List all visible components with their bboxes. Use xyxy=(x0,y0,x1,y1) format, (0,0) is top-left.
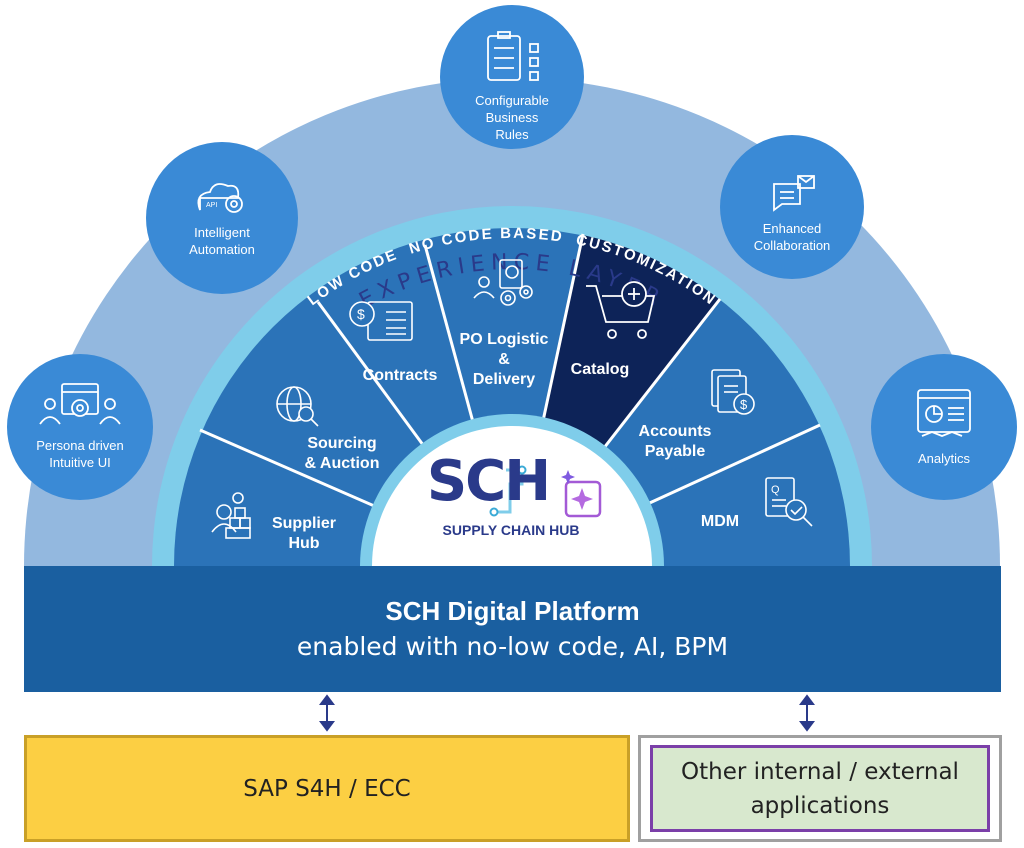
hub-logo: SCH xyxy=(426,449,551,514)
hub-name: SUPPLY CHAIN HUB xyxy=(442,522,580,538)
document-check-icon: Q xyxy=(765,477,813,527)
svg-text:$: $ xyxy=(357,306,365,322)
svg-text:API: API xyxy=(206,202,217,209)
outer-circles xyxy=(7,5,1017,500)
module-po-logistic-delivery: PO Logistic&Delivery xyxy=(459,331,549,388)
api-cloud-gear-icon: API xyxy=(197,183,243,213)
module-mdm: MDM xyxy=(700,513,740,530)
hub-center: SCH SUPPLY CHAIN HUB xyxy=(392,449,630,539)
persona-icon xyxy=(39,383,121,425)
contract-dollar-icon: $ xyxy=(349,301,413,341)
module-contracts: Contracts xyxy=(362,367,438,384)
globe-search-icon xyxy=(276,386,319,427)
digital-platform-bar: SCH Digital Platform enabled with no-low… xyxy=(24,566,1001,692)
checklist-icon xyxy=(487,31,539,81)
invoice-dollar-icon: $ xyxy=(711,369,755,415)
module-sourcing-auction: Sourcing& Auction xyxy=(304,435,380,472)
module-catalog: Catalog xyxy=(570,361,630,378)
supplier-icon xyxy=(211,492,251,539)
platform-title: SCH Digital Platform xyxy=(385,596,640,626)
dashboard-icon xyxy=(917,389,971,437)
platform-subtitle: enabled with no-low code, AI, BPM xyxy=(296,632,729,661)
chat-mail-icon xyxy=(773,175,815,212)
capability-analytics-label: Analytics xyxy=(917,451,971,466)
svg-text:$: $ xyxy=(740,397,748,412)
logistics-gears-icon xyxy=(473,259,533,306)
sap-system-box: SAP S4H / ECC xyxy=(24,735,630,842)
hub-logo-graphic xyxy=(489,465,602,518)
hub-inner xyxy=(372,426,652,566)
cart-plus-icon xyxy=(586,281,656,339)
sap-system-label: SAP S4H / ECC xyxy=(243,775,411,802)
svg-text:Q: Q xyxy=(771,484,780,496)
connector-arrows xyxy=(319,694,815,732)
